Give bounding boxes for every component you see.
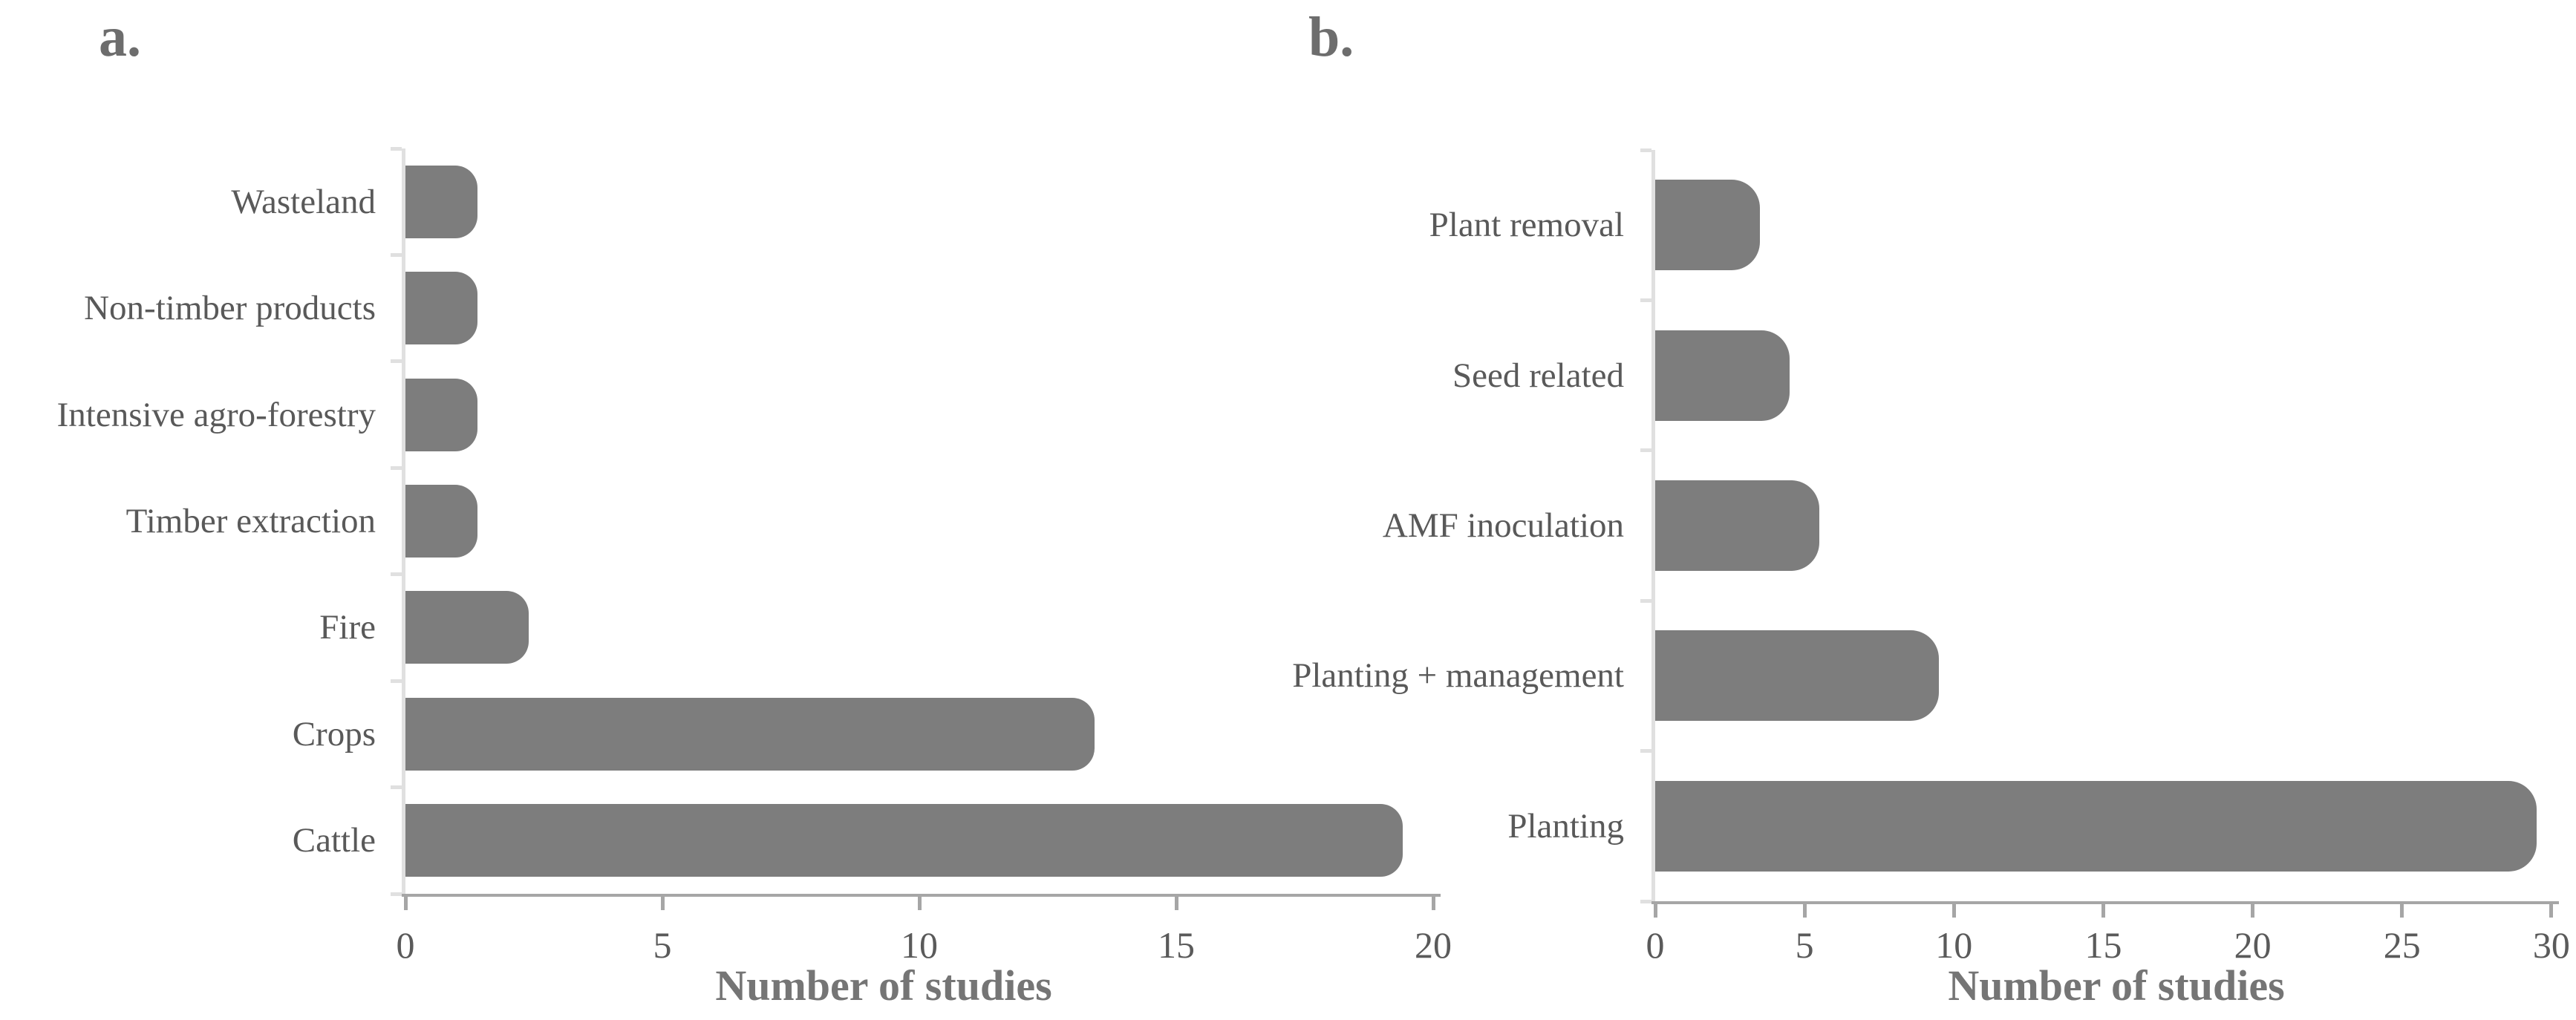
x-tick bbox=[1951, 904, 1956, 918]
y-axis-tick bbox=[1640, 598, 1651, 603]
x-tick-label: 10 bbox=[901, 924, 938, 966]
bar bbox=[405, 165, 478, 238]
x-axis-line bbox=[1651, 901, 2559, 904]
x-tick-label: 10 bbox=[1935, 924, 1973, 966]
y-axis-tick bbox=[1640, 448, 1651, 453]
x-axis-line bbox=[402, 894, 1441, 897]
x-tick-label: 30 bbox=[2532, 924, 2570, 966]
category-label: Non-timber products bbox=[84, 289, 376, 328]
x-tick-label: 5 bbox=[1795, 924, 1814, 966]
category-label: Planting bbox=[1507, 806, 1624, 846]
bar bbox=[1655, 330, 1790, 421]
x-tick-label: 15 bbox=[2084, 924, 2122, 966]
category-label: Planting + management bbox=[1292, 656, 1624, 696]
y-axis-tick bbox=[1640, 148, 1651, 152]
y-axis-tick bbox=[391, 785, 402, 790]
bar bbox=[405, 697, 1095, 771]
bar bbox=[405, 591, 529, 664]
y-axis-tick bbox=[391, 572, 402, 577]
x-tick-label: 20 bbox=[1415, 924, 1452, 966]
x-tick bbox=[2251, 904, 2255, 918]
y-axis-line bbox=[1651, 150, 1655, 901]
x-tick-label: 15 bbox=[1158, 924, 1195, 966]
x-tick bbox=[660, 897, 665, 910]
bar bbox=[1655, 480, 1820, 571]
x-axis-title: Number of studies bbox=[715, 961, 1052, 1010]
panel-label-a: a. bbox=[99, 6, 141, 68]
x-tick-label: 5 bbox=[653, 924, 672, 966]
category-label: Intensive agro-forestry bbox=[56, 395, 376, 434]
bar bbox=[405, 378, 478, 451]
category-label: Cattle bbox=[292, 821, 376, 860]
category-label: Seed related bbox=[1452, 356, 1624, 395]
x-tick-label: 0 bbox=[396, 924, 415, 966]
x-tick-label: 20 bbox=[2234, 924, 2272, 966]
x-tick bbox=[1802, 904, 1807, 918]
y-axis-tick bbox=[391, 146, 402, 151]
panel-label-b: b. bbox=[1308, 6, 1354, 68]
x-tick bbox=[2101, 904, 2105, 918]
bar bbox=[1655, 630, 1940, 722]
x-tick bbox=[1653, 904, 1657, 918]
y-axis-tick bbox=[391, 359, 402, 364]
category-label: AMF inoculation bbox=[1382, 506, 1624, 545]
x-tick bbox=[2400, 904, 2404, 918]
category-label: Timber extraction bbox=[125, 502, 376, 540]
y-axis-tick bbox=[391, 465, 402, 470]
category-label: Wasteland bbox=[231, 182, 376, 221]
x-tick bbox=[2549, 904, 2554, 918]
category-label: Crops bbox=[292, 714, 376, 753]
y-axis-tick bbox=[391, 679, 402, 683]
x-tick bbox=[917, 897, 922, 910]
bar bbox=[405, 804, 1403, 877]
y-axis-line bbox=[402, 148, 405, 894]
y-axis-tick bbox=[1640, 298, 1651, 302]
y-axis-tick bbox=[1640, 899, 1651, 903]
bar bbox=[405, 485, 478, 558]
y-axis-tick bbox=[1640, 749, 1651, 753]
y-axis-tick bbox=[391, 892, 402, 896]
x-tick bbox=[1174, 897, 1178, 910]
x-axis-title: Number of studies bbox=[1948, 961, 2285, 1010]
category-label: Fire bbox=[319, 608, 376, 647]
bar bbox=[1655, 180, 1760, 271]
y-axis-tick bbox=[391, 252, 402, 257]
bar bbox=[1655, 780, 2537, 872]
bar bbox=[405, 272, 478, 345]
x-tick-label: 0 bbox=[1646, 924, 1665, 966]
x-tick bbox=[403, 897, 408, 910]
x-tick bbox=[1431, 897, 1435, 910]
category-label: Plant removal bbox=[1429, 206, 1624, 245]
x-tick-label: 25 bbox=[2383, 924, 2421, 966]
